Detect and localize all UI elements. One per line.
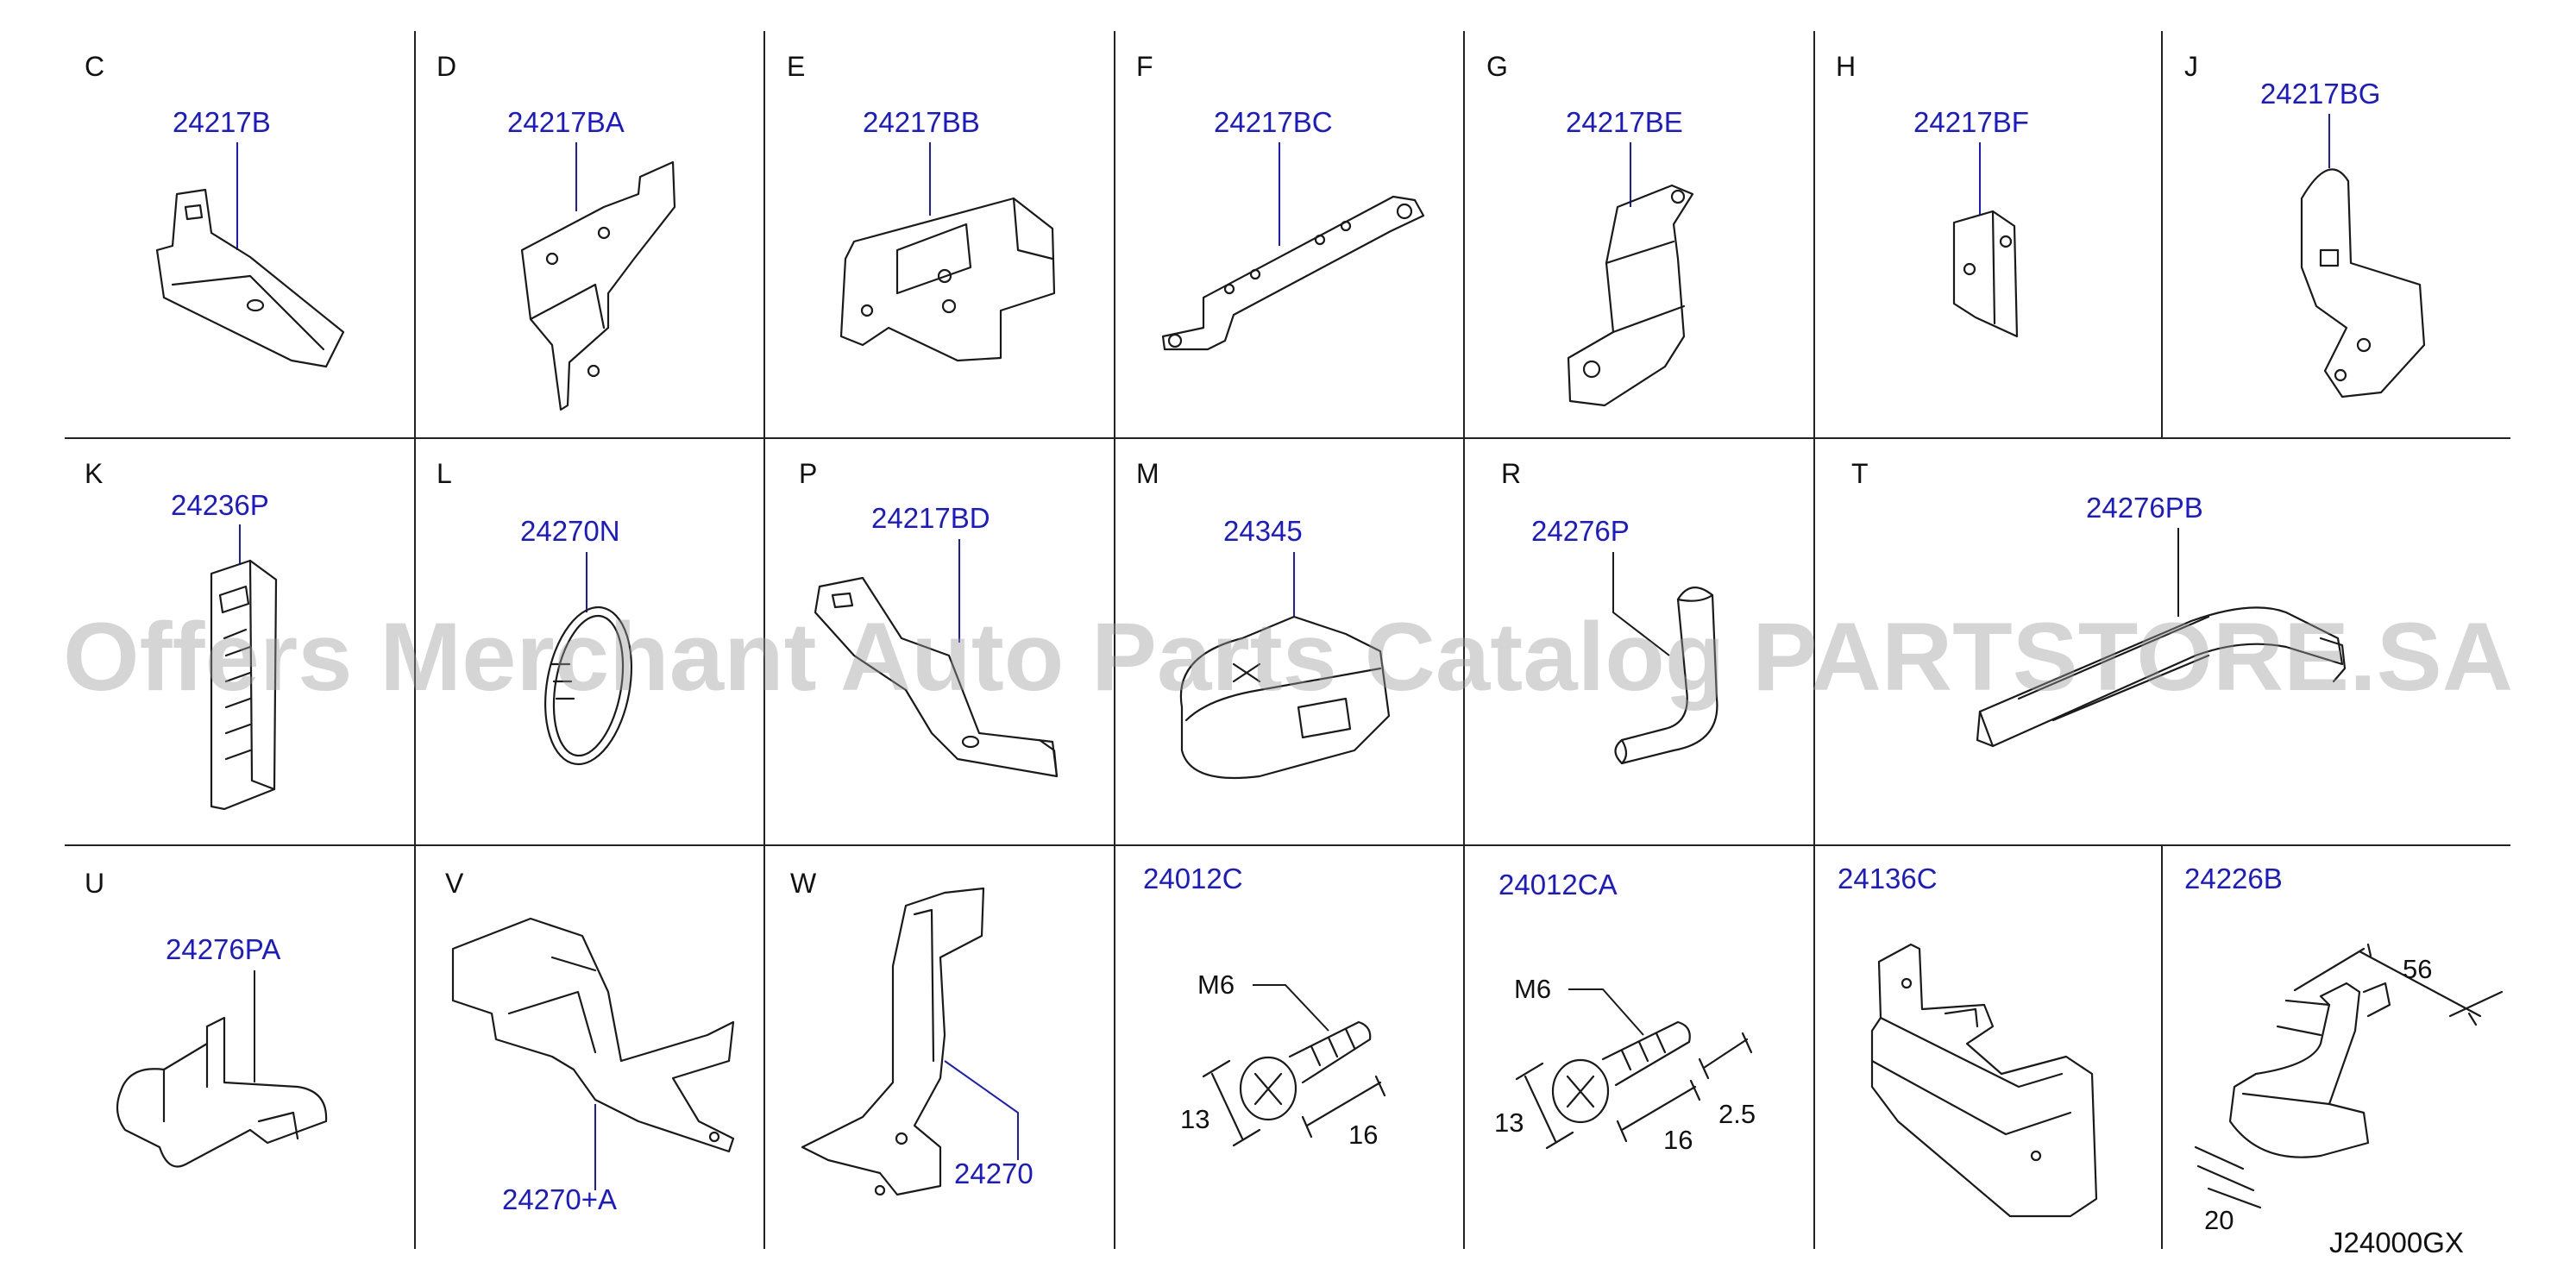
part-number[interactable]: 24217BG — [2260, 78, 2380, 110]
part-number[interactable]: 24012CA — [1498, 869, 1618, 900]
cell-letter: U — [85, 868, 104, 899]
bracket-24217bb-drawing — [839, 197, 1056, 362]
watermark-text: Offers Merchant Auto Parts Catalog PARTS… — [63, 603, 2513, 711]
leader-line — [1612, 552, 1670, 656]
bracket-24217be-drawing — [1567, 184, 1694, 407]
cell-letter: D — [437, 51, 456, 82]
part-number[interactable]: 24226B — [2184, 863, 2283, 894]
bracket-24217bg-drawing — [2300, 168, 2426, 398]
grid-lines — [65, 31, 2510, 1249]
bracket-24217bf-drawing — [1952, 210, 2019, 338]
cell-letter: W — [790, 868, 817, 899]
cell-letter: R — [1501, 458, 1521, 489]
part-number[interactable]: 24270 — [954, 1158, 1034, 1189]
cell-letter: K — [85, 458, 103, 489]
cell-letter: H — [1836, 51, 1856, 82]
part-number[interactable]: 24136C — [1838, 863, 1938, 894]
tip-length-label: 2.5 — [1718, 1099, 1756, 1129]
bracket-24136c-drawing — [1870, 943, 2098, 1218]
cell-m: M 24345 — [1136, 458, 1391, 780]
part-number[interactable]: 24217BE — [1566, 106, 1683, 138]
part-number[interactable]: 24217BD — [871, 502, 990, 534]
bracket-24270-drawing — [801, 887, 985, 1196]
cell-letter: P — [799, 458, 817, 489]
cell-letter: L — [437, 458, 452, 489]
part-number[interactable]: 24012C — [1143, 863, 1243, 894]
cell-letter: C — [85, 51, 104, 82]
head-size-label: 13 — [1494, 1107, 1524, 1138]
cell-v: V 24270+A — [445, 868, 735, 1215]
part-number[interactable]: 24217B — [173, 106, 271, 138]
bracket-24217bc-drawing — [1161, 195, 1425, 351]
part-number[interactable]: 24276PA — [166, 933, 280, 965]
cell-w: W 24270 — [790, 868, 1034, 1196]
bracket-24217b-drawing — [155, 188, 345, 368]
depth-label: 20 — [2204, 1205, 2234, 1235]
cell-letter: V — [445, 868, 464, 899]
cell-letter: E — [787, 51, 805, 82]
part-number[interactable]: 24217BA — [507, 106, 625, 138]
part-number[interactable]: 24236P — [171, 489, 269, 521]
cell-k: K 24236P — [85, 458, 278, 811]
cell-letter: J — [2184, 51, 2198, 82]
part-number[interactable]: 24217BF — [1913, 106, 2029, 138]
bolt-24012c-drawing — [1202, 1020, 1386, 1147]
cell-h: H 24217BF — [1836, 51, 2029, 338]
head-size-label: 13 — [1180, 1104, 1209, 1134]
cell-24012ca: 24012CA M6 13 16 2.5 — [1494, 869, 1756, 1155]
part-number[interactable]: 24217BC — [1214, 106, 1333, 138]
cell-letter: F — [1136, 51, 1153, 82]
cell-c: C 24217B — [85, 51, 345, 368]
leader-line — [944, 1060, 1019, 1160]
cell-g: G 24217BE — [1486, 51, 1694, 407]
part-number[interactable]: 24270+A — [502, 1183, 617, 1215]
diagram-reference-code: J24000GX — [2329, 1227, 2464, 1258]
cell-p: P 24217BD — [799, 458, 1059, 778]
cell-24226b: 24226B 56 20 — [2184, 863, 2504, 1235]
cell-letter: M — [1136, 458, 1159, 489]
cell-d: D 24217BA — [437, 51, 676, 411]
clip-24236p-drawing — [210, 559, 278, 811]
cell-24012c: 24012C M6 13 16 — [1143, 863, 1386, 1150]
bracket-24270a-drawing — [451, 917, 735, 1153]
width-label: 56 — [2403, 954, 2432, 984]
thread-size-label: M6 — [1197, 969, 1235, 1000]
thread-size-label: M6 — [1514, 974, 1551, 1004]
part-number[interactable]: 24270N — [520, 515, 620, 547]
cell-t: T 24276PB — [1851, 458, 2347, 748]
part-number[interactable]: 24276P — [1531, 515, 1630, 547]
part-number[interactable]: 24276PB — [2086, 492, 2203, 524]
cover-24345-drawing — [1179, 615, 1391, 780]
bolt-24012ca-drawing — [1515, 1020, 1753, 1150]
cell-u: U 24276PA — [85, 868, 328, 1168]
length-label: 16 — [1348, 1120, 1378, 1150]
band-24270n-drawing — [544, 605, 632, 766]
bracket-24217bd-drawing — [814, 576, 1059, 778]
duct-24276pb-drawing — [1976, 606, 2347, 748]
bracket-24217ba-drawing — [520, 160, 676, 411]
leader-line — [1568, 988, 1644, 1036]
cell-e: E 24217BB — [787, 51, 1056, 362]
part-number[interactable]: 24345 — [1223, 515, 1303, 547]
cell-f: F 24217BC — [1136, 51, 1425, 351]
clip-24276p-drawing — [1614, 587, 1718, 765]
length-label: 16 — [1663, 1125, 1693, 1155]
clip-24276pa-drawing — [116, 1016, 328, 1168]
cell-j: J 24217BG — [2184, 51, 2426, 398]
part-number[interactable]: 24217BB — [863, 106, 980, 138]
cell-24136c: 24136C — [1838, 863, 2098, 1218]
leader-line — [1253, 984, 1329, 1032]
clip-24226b-drawing — [2194, 943, 2504, 1209]
cell-r: R 24276P — [1501, 458, 1718, 765]
cell-letter: G — [1486, 51, 1508, 82]
cell-letter: T — [1851, 458, 1869, 489]
cell-l: L 24270N — [437, 458, 632, 766]
